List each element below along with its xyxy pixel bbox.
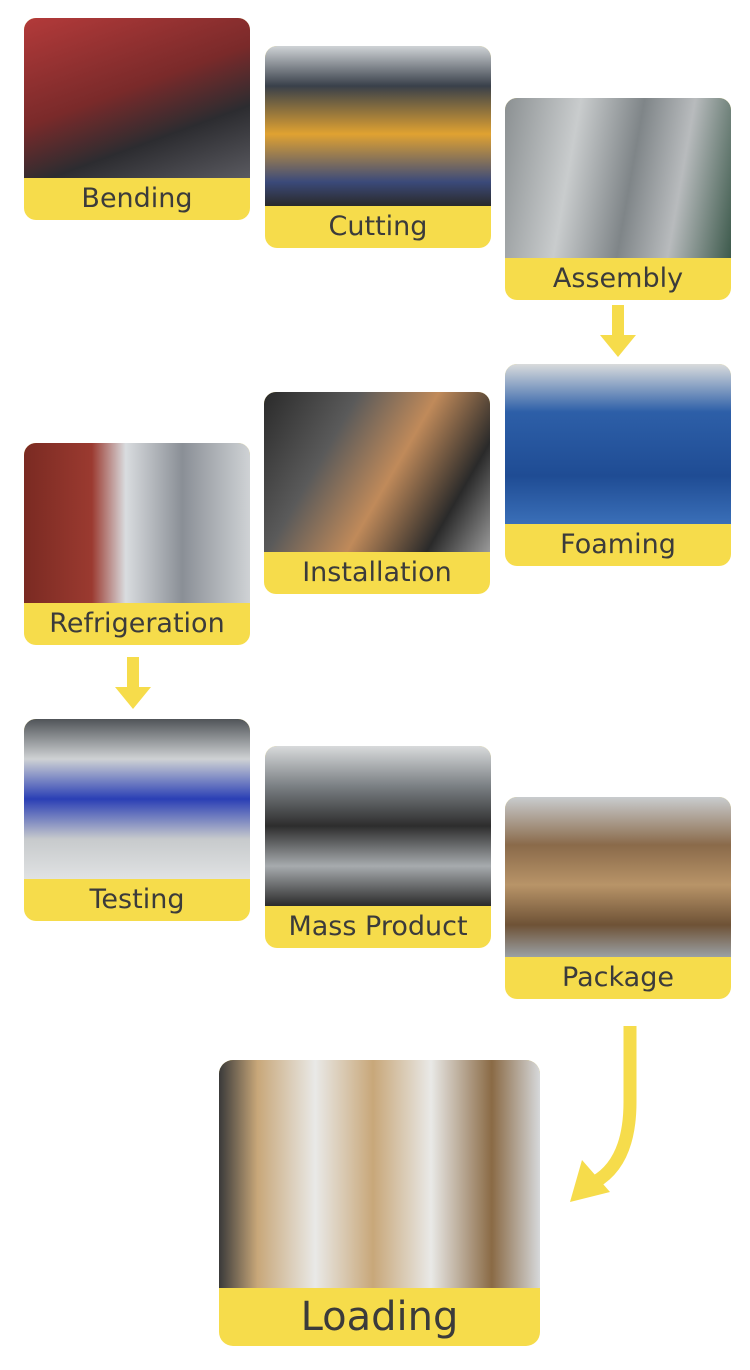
step-label: Cutting (328, 211, 428, 242)
assembly-photo (505, 98, 731, 258)
foaming-photo (505, 364, 731, 524)
step-foaming: Foaming (505, 364, 731, 566)
step-assembly: Assembly (505, 98, 731, 300)
refrigeration-photo (24, 443, 250, 603)
step-loading: Loading (219, 1060, 540, 1346)
step-label: Testing (89, 884, 185, 915)
step-cutting: Cutting (265, 46, 491, 248)
installation-photo (264, 392, 490, 552)
step-testing: Testing (24, 719, 250, 921)
step-bending: Bending (24, 18, 250, 220)
cutting-photo (265, 46, 491, 206)
step-label: Bending (81, 183, 193, 214)
arrow-down-icon (600, 305, 636, 357)
step-label: Package (562, 962, 674, 993)
step-label: Assembly (552, 263, 684, 294)
step-label: Foaming (560, 529, 676, 560)
loading-photo (219, 1060, 540, 1288)
step-label: Mass Product (288, 911, 468, 942)
step-installation: Installation (264, 392, 490, 594)
curved-arrow-icon (570, 1026, 637, 1202)
step-mass-product: Mass Product (265, 746, 491, 948)
bending-photo (24, 18, 250, 178)
step-package: Package (505, 797, 731, 999)
step-label: Installation (302, 557, 452, 588)
arrow-down-icon (115, 657, 151, 709)
step-refrigeration: Refrigeration (24, 443, 250, 645)
step-label: Loading (300, 1294, 459, 1340)
mass-product-photo (265, 746, 491, 906)
step-label: Refrigeration (49, 608, 225, 639)
package-photo (505, 797, 731, 957)
testing-photo (24, 719, 250, 879)
